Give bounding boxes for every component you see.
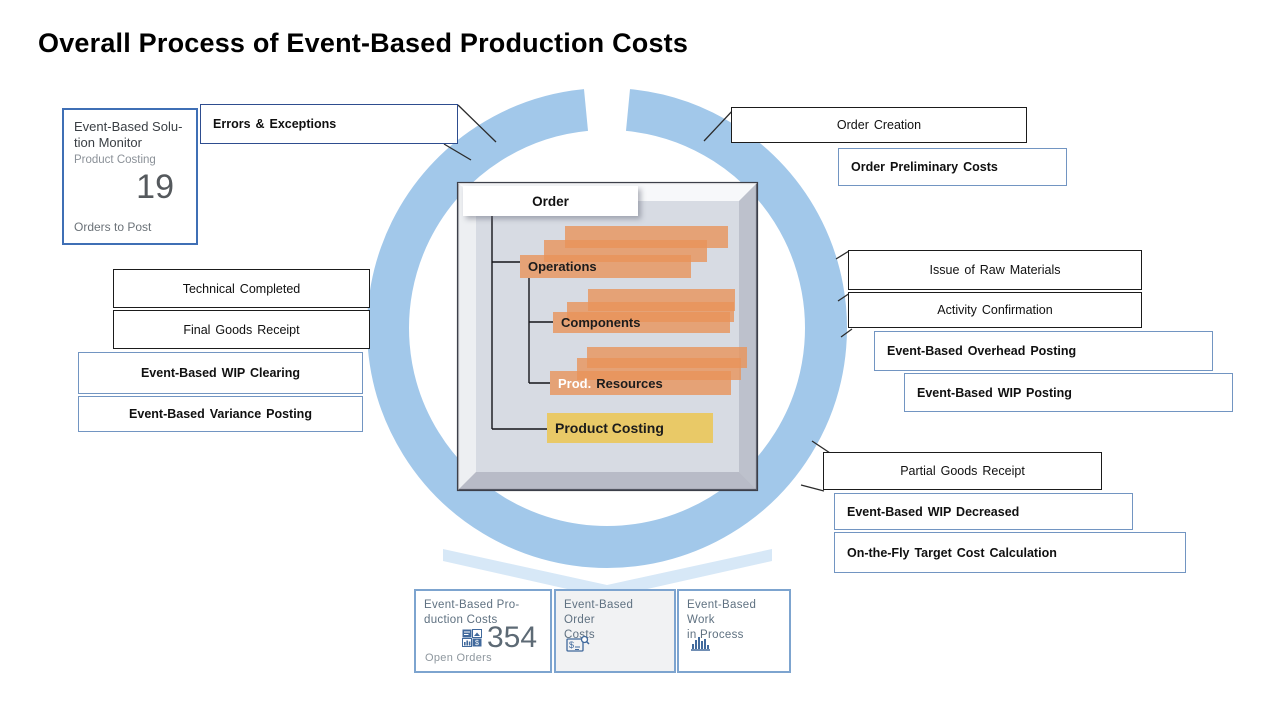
orders-to-post-count: 19 [136, 168, 174, 206]
callout-wip-posting: Event-Based WIP Posting [904, 373, 1233, 412]
tree-connector-lines [491, 216, 553, 430]
prod-resources-node: Prod. Resources [550, 371, 731, 395]
callout-overhead-posting: Event-Based Overhead Posting [874, 331, 1213, 371]
cycle-ring [367, 89, 847, 568]
callout-issue-raw-materials: Issue of Raw Materials [848, 250, 1142, 290]
svg-text:$: $ [475, 640, 479, 647]
card-title: Event-Based Solu- tion Monitor [74, 119, 183, 151]
callout-on-the-fly-target-cost: On-the-Fly Target Cost Calculation [834, 532, 1186, 573]
tile-work-in-process: Event-Based Work in Process [677, 589, 791, 673]
callout-order-creation: Order Creation [731, 107, 1027, 143]
callout-final-goods-receipt: Final Goods Receipt [113, 310, 370, 349]
callout-order-preliminary-costs: Order Preliminary Costs [838, 148, 1067, 186]
callout-variance-posting: Event-Based Variance Posting [78, 396, 363, 432]
callout-errors-exceptions: Errors & Exceptions [200, 104, 458, 144]
open-orders-count: 354 [487, 621, 538, 654]
product-costing-node: Product Costing [547, 413, 713, 443]
callout-technical-completed: Technical Completed [113, 269, 370, 308]
operations-node: Operations [520, 255, 691, 278]
card-subtitle: Product Costing [74, 153, 156, 166]
tile-title: Event-Based Work in Process [687, 599, 757, 641]
tile-production-costs: Event-Based Pro- duction Costs $ 354 Ope… [414, 589, 552, 673]
card-footer: Orders to Post [74, 220, 152, 234]
callout-partial-goods-receipt: Partial Goods Receipt [823, 452, 1102, 490]
solution-monitor-card: Event-Based Solu- tion Monitor Product C… [62, 108, 198, 245]
page-title: Overall Process of Event-Based Productio… [38, 28, 689, 58]
kpi-grid-icon: $ [462, 629, 482, 647]
callout-connector-lines [443, 104, 853, 492]
tile-title: Event-Based Pro- duction Costs [424, 599, 520, 626]
order-node: Order [463, 186, 638, 216]
callout-wip-clearing: Event-Based WIP Clearing [78, 352, 363, 394]
tile-title: Event-Based Order Costs [564, 599, 634, 641]
tile-kpi: $ 354 [462, 621, 537, 655]
invoice-search-icon: $ [566, 635, 590, 652]
callout-activity-confirmation: Activity Confirmation [848, 292, 1142, 328]
tile-order-costs: Event-Based Order Costs $ [554, 589, 676, 673]
svg-text:$: $ [569, 640, 574, 650]
down-arrow-band [443, 549, 772, 598]
tile-footer: Open Orders [425, 652, 492, 664]
bar-chart-icon [691, 637, 710, 651]
components-node: Components [553, 312, 730, 333]
callout-wip-decreased: Event-Based WIP Decreased [834, 493, 1133, 530]
